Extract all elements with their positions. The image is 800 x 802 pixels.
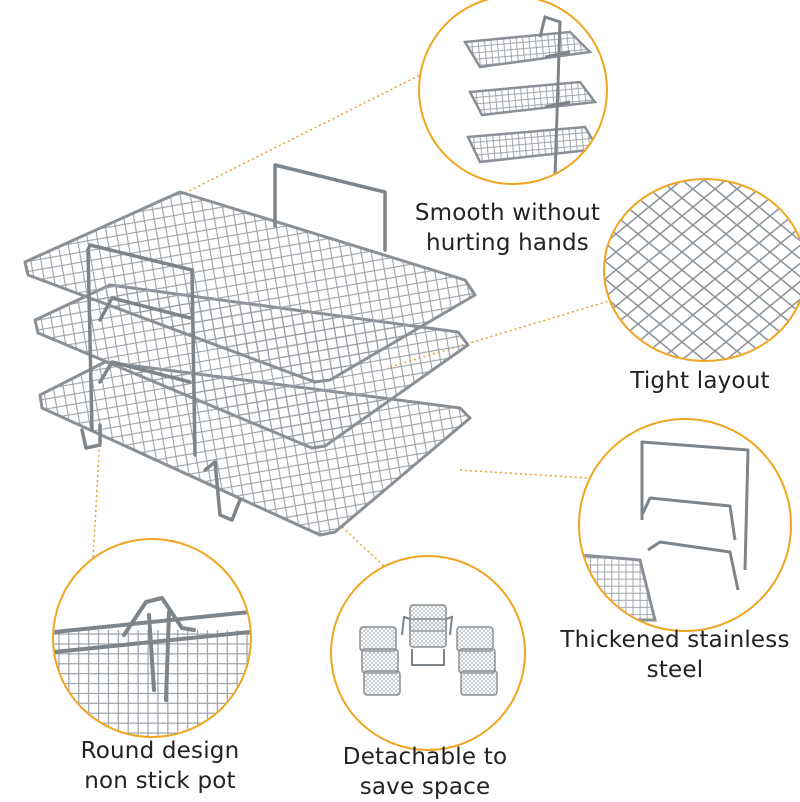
callout-label-bottom-middle-line-2: save space (359, 774, 491, 800)
callout-label-bottom-middle-line-1: Detachable to (342, 744, 508, 770)
detail-circle-detachable (330, 555, 526, 751)
rack-handles (80, 163, 387, 522)
leader-line-right-bottom (459, 469, 588, 479)
callout-label-bottom-left-line-1: Round design (80, 738, 240, 764)
leader-line-bottom-left (92, 434, 101, 561)
callout-label-top-line-2: hurting hands (426, 230, 589, 256)
callout-label-right-top-line-1: Tight layout (630, 368, 770, 394)
callout-label-top: Smooth without hurting hands (405, 198, 610, 258)
callout-label-right-bottom-line-2: steel (646, 657, 704, 683)
detail-circle-handle-side (578, 418, 792, 632)
detail-circle-handles (418, 0, 608, 185)
detail-circle-round-design (52, 538, 252, 738)
callout-label-right-bottom: Thickened stainless steel (550, 625, 800, 685)
callout-label-bottom-left-line-2: non stick pot (84, 768, 236, 794)
callout-label-bottom-left: Round design non stick pot (60, 736, 260, 796)
callout-label-bottom-middle: Detachable to save space (330, 742, 520, 802)
callout-label-right-bottom-line-1: Thickened stainless (560, 627, 790, 653)
detail-circle-mesh (603, 178, 800, 362)
leader-line-right-top (389, 299, 613, 368)
callout-label-top-line-1: Smooth without (414, 200, 601, 226)
rack-tier-top (23, 190, 477, 384)
callout-label-right-top: Tight layout (610, 366, 790, 396)
leader-line-top (184, 74, 421, 194)
leader-line-bottom-middle (341, 526, 411, 591)
